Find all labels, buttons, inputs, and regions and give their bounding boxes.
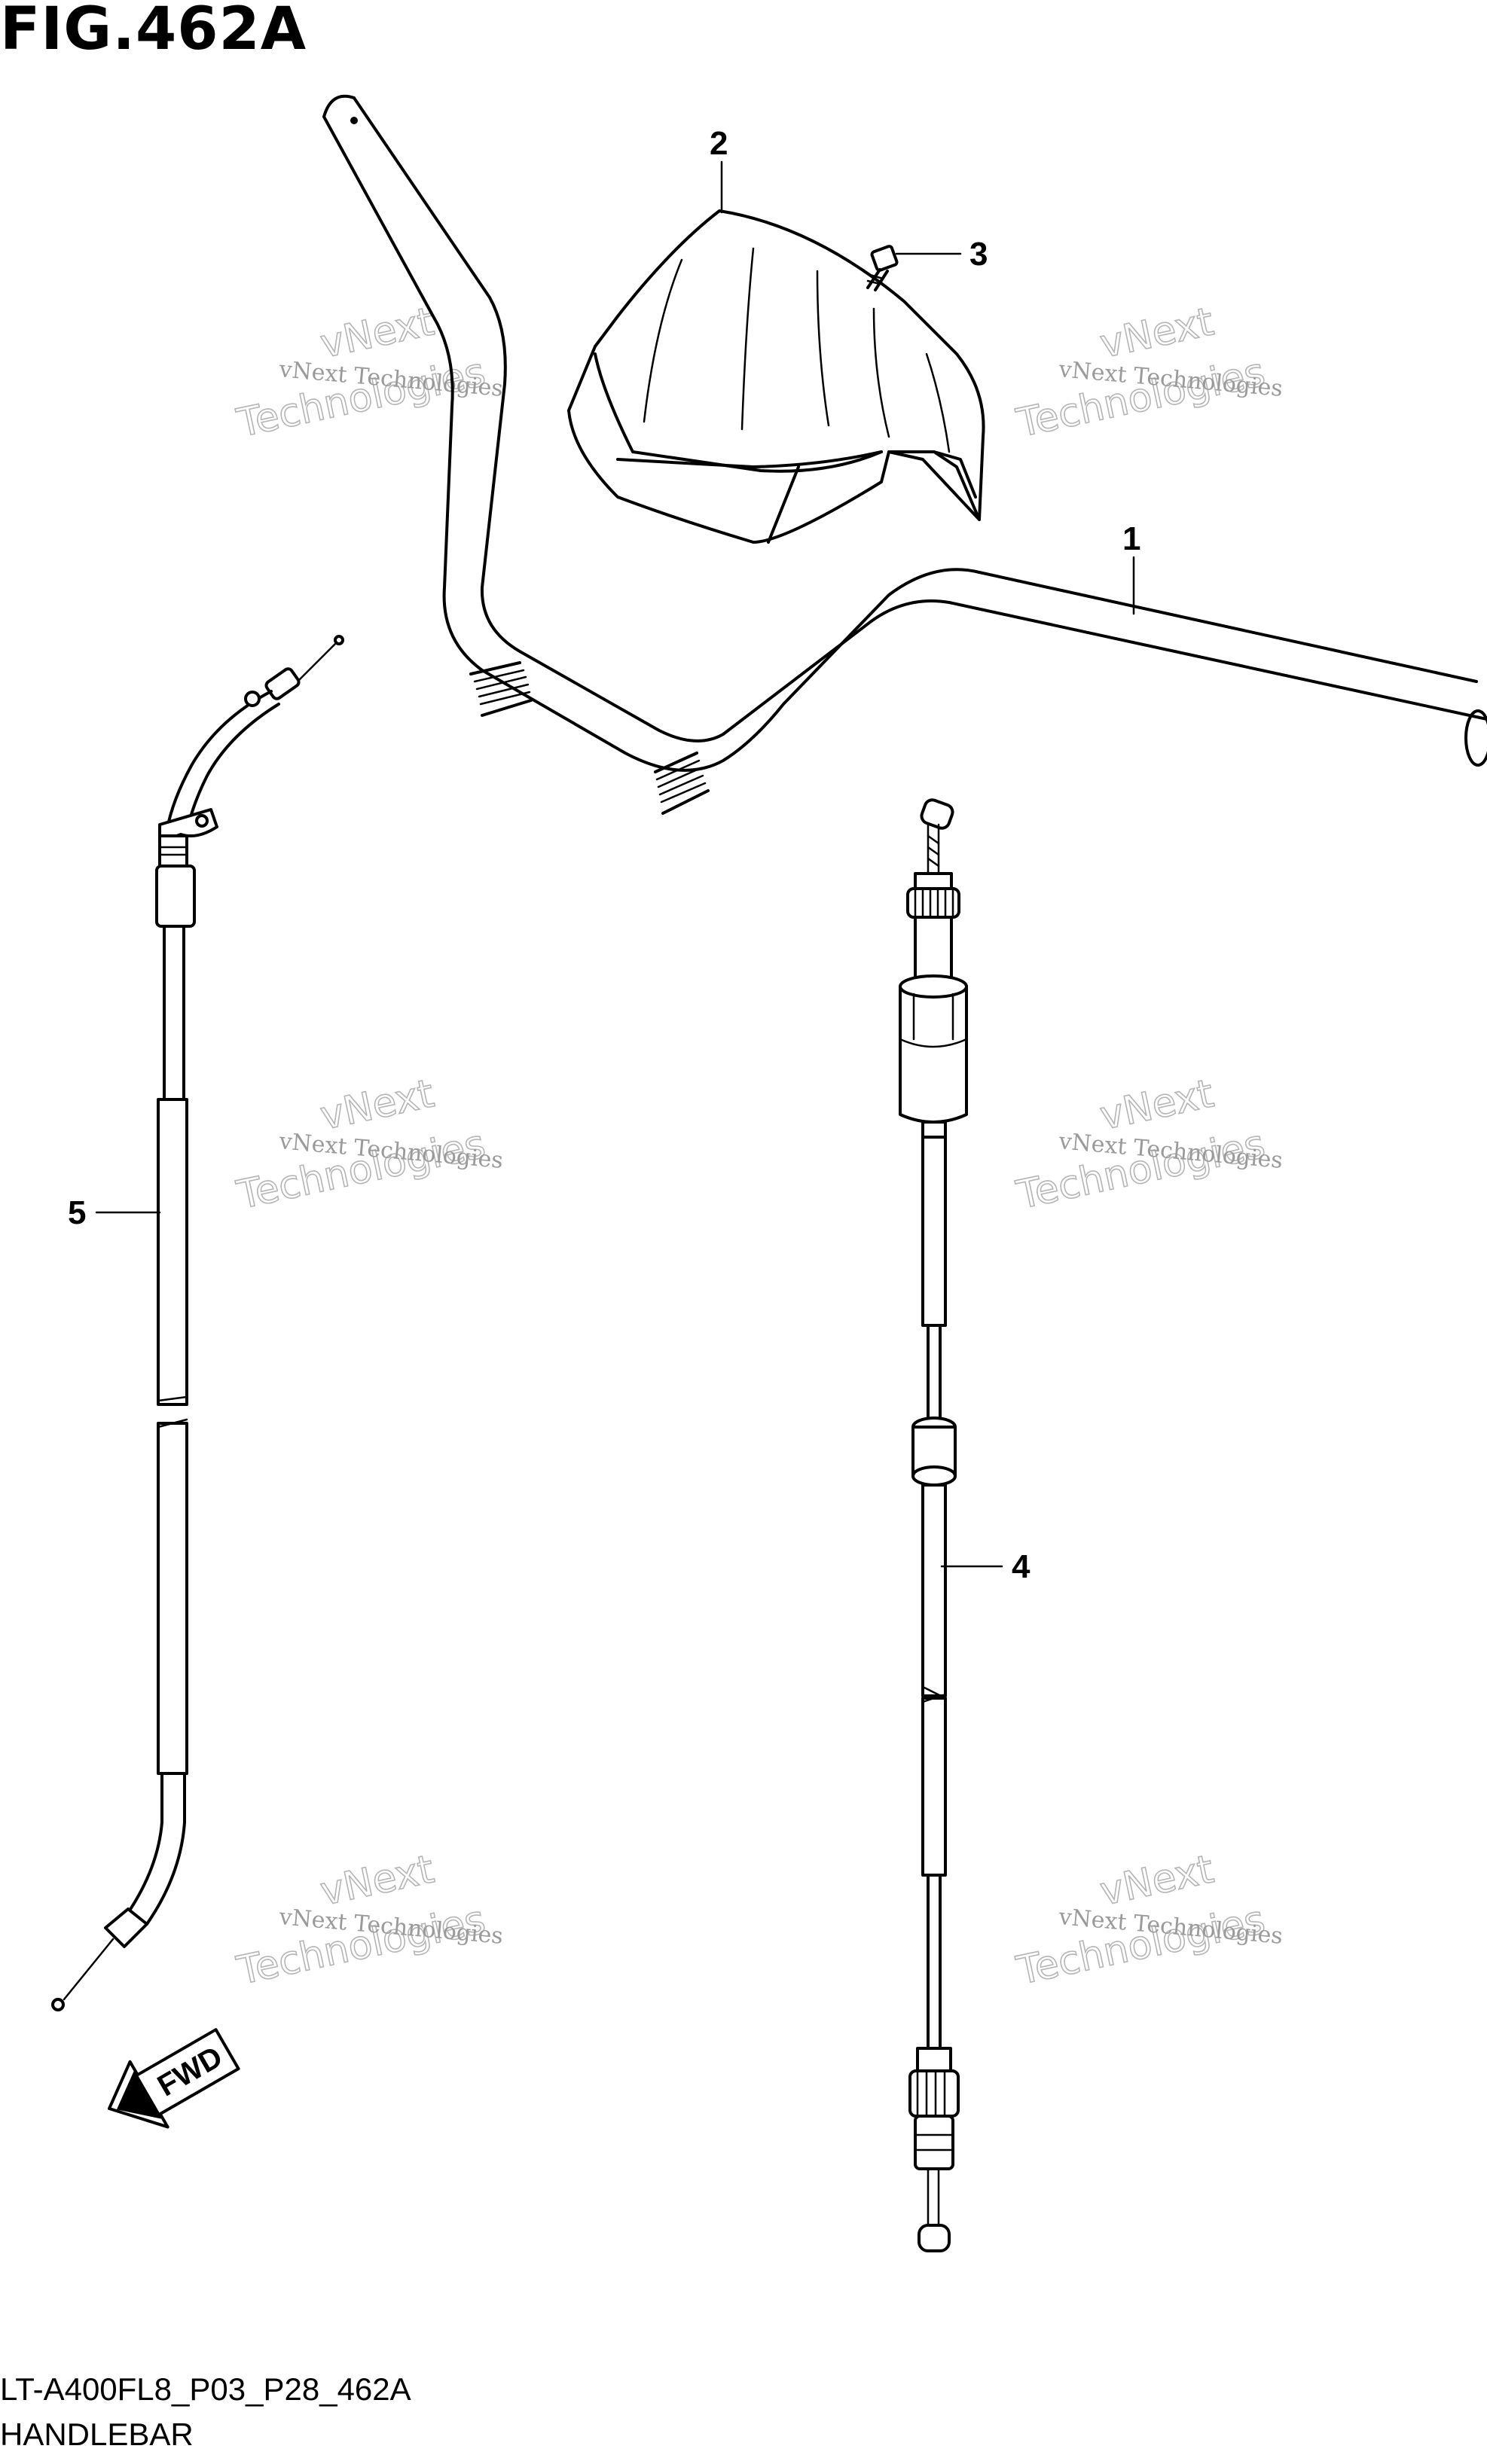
- bar-end-hole: [350, 117, 358, 124]
- bar-end-opening: [1464, 709, 1487, 767]
- watermark-big-1: vNext: [1096, 1071, 1217, 1139]
- fwd-direction-arrow: FWD: [108, 2028, 240, 2129]
- watermark-big-1: vNext: [1096, 299, 1217, 367]
- watermark-big-1: vNext: [316, 1846, 438, 1914]
- watermark-big-1: vNext: [1096, 1846, 1217, 1914]
- callout-leaders: [95, 160, 1135, 1568]
- watermark: vNext Technologies vNext Technologies: [1012, 299, 1284, 447]
- watermark: vNext Technologies vNext Technologies: [232, 1071, 504, 1219]
- watermark: vNext Technologies vNext Technologies: [232, 299, 504, 447]
- screw-part[interactable]: [866, 245, 899, 291]
- watermark-big-1: vNext: [316, 299, 438, 367]
- callout-4[interactable]: 4: [1012, 1548, 1031, 1585]
- callout-5[interactable]: 5: [68, 1194, 86, 1231]
- knurl-band-left: [469, 661, 533, 717]
- watermark: vNext Technologies vNext Technologies: [1012, 1071, 1284, 1219]
- watermark-big-1: vNext: [316, 1071, 438, 1139]
- section-name: HANDLEBAR: [0, 2417, 194, 2452]
- cable-5-part[interactable]: [51, 635, 344, 2011]
- figure-title: FIG.462A: [0, 0, 307, 63]
- callout-3[interactable]: 3: [969, 236, 988, 273]
- watermark: vNext Technologies vNext Technologies: [1012, 1846, 1284, 1995]
- callout-2[interactable]: 2: [710, 125, 728, 162]
- watermark: vNext Technologies vNext Technologies: [232, 1846, 504, 1995]
- handlebar-cover-part[interactable]: [567, 209, 985, 544]
- model-code: LT-A400FL8_P03_P28_462A: [0, 2371, 411, 2407]
- callout-1[interactable]: 1: [1122, 520, 1140, 557]
- cable-4-part[interactable]: [899, 797, 968, 2252]
- handlebar-part[interactable]: [322, 94, 1487, 815]
- knurl-band-right: [654, 752, 710, 815]
